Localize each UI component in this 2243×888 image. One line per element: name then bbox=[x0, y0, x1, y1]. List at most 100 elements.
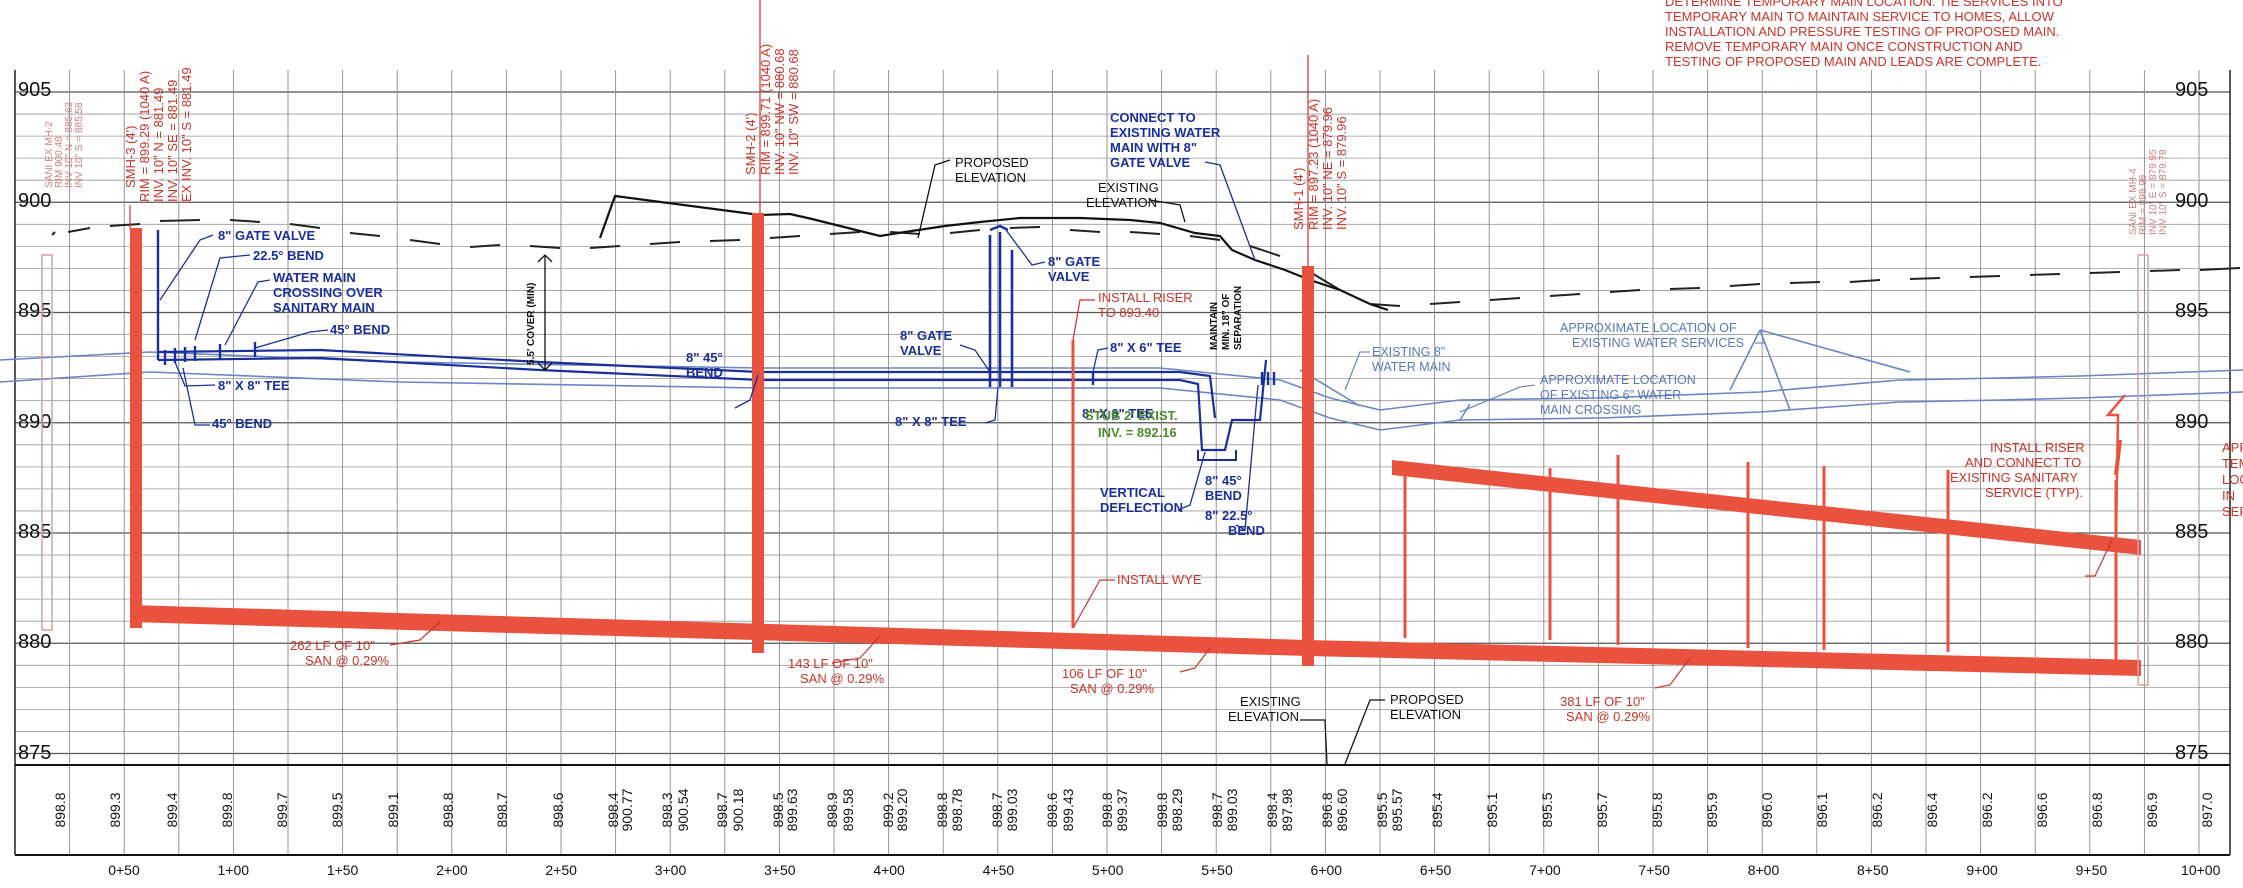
approx-crossing-label: MAIN CROSSING bbox=[1540, 403, 1641, 417]
pipe-label: SAN @ 0.29% bbox=[800, 671, 884, 686]
approx-crossing-label: OF EXISTING 6" WATER bbox=[1540, 388, 1681, 402]
ground-elevation-value: 896.0 bbox=[1759, 792, 1775, 827]
ground-elevation-value: 895.5 bbox=[1539, 792, 1555, 827]
blue-leaders bbox=[159, 161, 1259, 532]
smh2-line: RIM = 899.71 (1040 A) bbox=[758, 44, 773, 175]
station-label: 4+00 bbox=[873, 862, 905, 878]
connect-label: CONNECT TO bbox=[1110, 110, 1196, 125]
cover-label: 5.5' COVER (MIN) bbox=[526, 283, 537, 365]
ground-elevation-value: 896.8 bbox=[1319, 792, 1335, 827]
separation-line: SEPARATION bbox=[1233, 286, 1244, 350]
pipe-label: SAN @ 0.29% bbox=[305, 653, 389, 668]
station-label: 9+50 bbox=[2076, 862, 2108, 878]
smh1-note: SMH-1 (4') RIM = 897.23 (1040 A) INV. 10… bbox=[1291, 99, 1349, 230]
approx-crossing-label: APPROXIMATE LOCATION bbox=[1540, 373, 1696, 387]
separation-line: MAINTAIN bbox=[1209, 302, 1220, 350]
install-riser-label: EXISTING SANITARY bbox=[1950, 470, 2078, 485]
ground-elevation-value: 899.7 bbox=[274, 792, 290, 827]
gate-valve-label: 8" GATE VALVE bbox=[218, 228, 316, 243]
manhole-leaders bbox=[129, 0, 1309, 266]
station-label: 7+00 bbox=[1529, 862, 1561, 878]
pipe-label: 143 LF OF 10" bbox=[788, 656, 873, 671]
left-pale-note: SANI EX MH-2 RIM 900.48 INV 10" N = 885.… bbox=[44, 101, 85, 188]
ground-elevation-value: 896.8 bbox=[2089, 792, 2105, 827]
ground-elevation-value: 896.2 bbox=[1869, 792, 1885, 827]
pale-line: INV 10" E = 879.95 bbox=[2148, 149, 2159, 235]
proposed-elevation-label: PROPOSED bbox=[1390, 692, 1464, 707]
proposed-elevation-label: ELEVATION bbox=[1390, 707, 1461, 722]
lightblue-callout-text: EXISTING 8" WATER MAIN APPROXIMATE LOCAT… bbox=[1372, 321, 1744, 417]
ground-elevation-value: 896.2 bbox=[1979, 792, 1995, 827]
ground-elevation-value: 896.60 bbox=[1334, 788, 1350, 831]
pale-line: SANI EX MH-2 bbox=[44, 121, 55, 188]
elev-label: 890 bbox=[18, 411, 51, 433]
note-line: REMOVE TEMPORARY MAIN ONCE CONSTRUCTION … bbox=[1665, 39, 2023, 54]
station-label: 8+50 bbox=[1857, 862, 1889, 878]
stub-note: STUB 2' EXIST. INV. = 892.16 bbox=[1085, 408, 1178, 440]
smh2-line: INV. 10" SW = 880.68 bbox=[786, 49, 801, 175]
bend-45-label: BEND bbox=[686, 365, 723, 380]
ground-elevation-value: 895.4 bbox=[1429, 792, 1445, 827]
ground-elevation-value: 896.6 bbox=[2034, 792, 2050, 827]
bend-45-label: BEND bbox=[1205, 488, 1242, 503]
proposed-grade-line bbox=[598, 194, 1389, 312]
ground-elevation-value: 895.1 bbox=[1484, 792, 1500, 827]
smh1-line: INV. 10" NE = 879.96 bbox=[1320, 107, 1335, 230]
ground-elevation-value: 899.4 bbox=[164, 792, 180, 827]
ground-elevation-value: 895.57 bbox=[1389, 788, 1405, 831]
tee-label: 8" X 8" TEE bbox=[895, 414, 967, 429]
existing-main-label: EXISTING 8" bbox=[1372, 345, 1445, 359]
ground-elevation-value: 895.7 bbox=[1594, 792, 1610, 827]
ground-elevation-value: 898.7 bbox=[1209, 792, 1225, 827]
ground-elevation-value: 898.6 bbox=[1044, 792, 1060, 827]
note-line: IN bbox=[2222, 488, 2235, 503]
ground-elevation-value: 899.3 bbox=[107, 792, 123, 827]
smh3-line: EX INV. 10" S = 881.49 bbox=[179, 67, 194, 202]
crossing-label: SANITARY MAIN bbox=[273, 300, 375, 315]
pale-line: SANI EX MH-4 bbox=[2128, 168, 2139, 235]
smh3-line: INV. 10" SE = 881.49 bbox=[165, 80, 180, 202]
smh1-line: RIM = 897.23 (1040 A) bbox=[1306, 99, 1321, 230]
stub-line: INV. = 892.16 bbox=[1098, 425, 1177, 440]
connect-label: MAIN WITH 8" bbox=[1110, 140, 1197, 155]
elev-label: 895 bbox=[18, 300, 51, 322]
note-line: SER bbox=[2222, 504, 2243, 519]
station-label: 8+00 bbox=[1748, 862, 1780, 878]
station-label: 1+00 bbox=[218, 862, 250, 878]
ground-elevation-value: 899.37 bbox=[1114, 788, 1130, 831]
ground-elevation-value: 900.77 bbox=[619, 788, 635, 831]
elev-label: 880 bbox=[2175, 631, 2208, 653]
existing-elevation-label: EXISTING bbox=[1240, 694, 1301, 709]
station-label: 9+00 bbox=[1966, 862, 1998, 878]
profile-grid bbox=[14, 70, 2231, 856]
elev-label: 875 bbox=[18, 742, 51, 764]
station-label: 4+50 bbox=[983, 862, 1015, 878]
top-right-note: DETERMINE TEMPORARY MAIN LOCATION. TIE S… bbox=[1665, 0, 2063, 69]
station-label: 10+00 bbox=[2181, 862, 2221, 878]
ground-elevation-value: 899.03 bbox=[1004, 788, 1020, 831]
bend-22-label: 8" 22.5° bbox=[1205, 508, 1253, 523]
existing-elevation-label: ELEVATION bbox=[1228, 709, 1299, 724]
vertical-deflection-label: DEFLECTION bbox=[1100, 500, 1183, 515]
ground-elevation-value: 897.98 bbox=[1279, 788, 1295, 831]
station-label: 0+50 bbox=[108, 862, 140, 878]
pale-line: RIM = 898.98 bbox=[2138, 174, 2149, 235]
ground-elevation-value: 898.7 bbox=[714, 792, 730, 827]
separation-note: MAINTAIN MIN. 18" OF SEPARATION bbox=[1209, 286, 1244, 350]
station-label: 2+50 bbox=[545, 862, 577, 878]
bend-22-label: 22.5° BEND bbox=[253, 248, 324, 263]
ground-elevation-value: 899.1 bbox=[385, 792, 401, 827]
install-riser-label: SERVICE (TYP). bbox=[1985, 485, 2083, 500]
elevation-axis-right: 905 900 895 890 885 880 875 bbox=[2175, 79, 2208, 764]
ground-elevation-value: 900.54 bbox=[675, 788, 691, 831]
ground-elevation-value: 896.4 bbox=[1924, 792, 1940, 827]
black-callout-text: PROPOSED ELEVATION EXISTING ELEVATION 5.… bbox=[526, 155, 1464, 724]
smh3-line: INV. 10" N = 881.49 bbox=[151, 88, 166, 202]
ground-elevation-value: 895.5 bbox=[1374, 792, 1390, 827]
connect-label: EXISTING WATER bbox=[1110, 125, 1221, 140]
gate-valve-label: 8" GATE bbox=[900, 328, 952, 343]
install-riser-label: AND CONNECT TO bbox=[1965, 455, 2081, 470]
ground-elevation-value: 899.8 bbox=[219, 792, 235, 827]
ground-elevation-value: 899.20 bbox=[894, 788, 910, 831]
sanitary-sewer bbox=[130, 213, 2141, 676]
